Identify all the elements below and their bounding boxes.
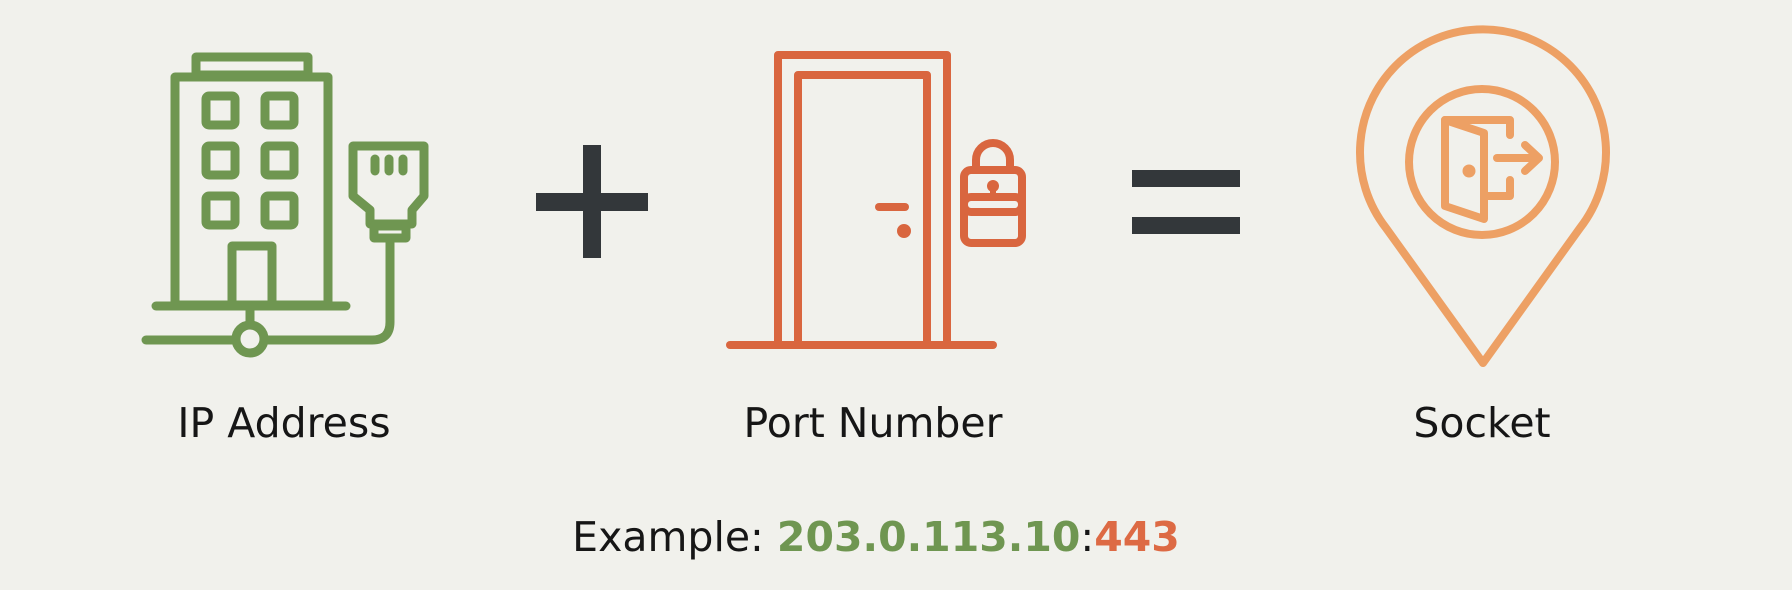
equals-operator-icon (1132, 170, 1240, 234)
location-pin-exit-icon (1356, 25, 1610, 367)
door-lock-icon (726, 51, 1026, 349)
socket-label: Socket (1413, 399, 1551, 447)
port-number-label: Port Number (743, 399, 1003, 447)
example-line: Example: 203.0.113.10:443 (572, 509, 1180, 565)
example-separator: : (1080, 513, 1095, 561)
ip-address-label: IP Address (177, 399, 391, 447)
example-port: 443 (1094, 513, 1180, 561)
building-network-icon (141, 52, 429, 358)
example-prefix: Example: (572, 513, 764, 561)
plus-operator-icon (536, 145, 648, 258)
padlock-body (960, 166, 1026, 216)
example-ip: 203.0.113.10 (776, 513, 1081, 561)
